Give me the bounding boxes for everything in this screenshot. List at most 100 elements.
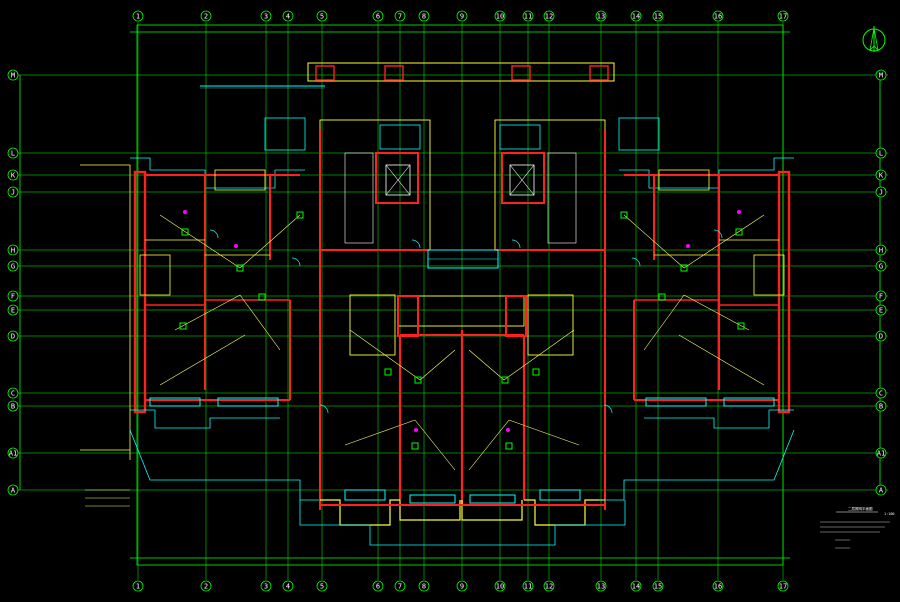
axis-label: G [879, 263, 883, 271]
axis-label: L [879, 150, 883, 158]
switch-icon [506, 428, 510, 432]
axis-label: 15 [654, 583, 662, 591]
ceiling-light-icon [181, 228, 189, 236]
axis-label: 8 [422, 13, 426, 21]
row-axis-bubble: L [875, 147, 887, 159]
axis-label: L [11, 150, 15, 158]
axis-label: 10 [496, 13, 504, 21]
door-swing [209, 229, 219, 239]
axis-label: 10 [496, 583, 504, 591]
axis-label: 6 [376, 583, 380, 591]
row-axis-bubble: G [875, 260, 887, 272]
axis-label: 15 [654, 13, 662, 21]
top-axis-bubble: 15 [652, 10, 664, 22]
ceiling-light-icon [411, 442, 419, 450]
axis-label: 16 [714, 13, 722, 21]
axis-label: A [879, 487, 884, 495]
axis-label: M [879, 72, 883, 80]
bottom-axis-bubble: 14 [630, 580, 642, 592]
row-axis-bubble: H [875, 244, 887, 256]
ceiling-light-icon [296, 211, 304, 219]
top-axis-bubble: 14 [630, 10, 642, 22]
door-swing [319, 404, 329, 414]
axis-label: J [879, 189, 883, 197]
top-axis-bubble: 9 [456, 10, 468, 22]
top-axis-bubble: 5 [316, 10, 328, 22]
row-axis-bubble: H [7, 244, 19, 256]
bottom-axis-bubble: 13 [595, 580, 607, 592]
axis-label: 2 [204, 583, 208, 591]
axis-label: 16 [714, 583, 722, 591]
bottom-axis-bubble: 15 [652, 580, 664, 592]
axis-label: 9 [460, 583, 464, 591]
right-core [494, 119, 606, 510]
bottom-axis-bubble: 16 [712, 580, 724, 592]
axis-label: C [11, 390, 15, 398]
row-axis-bubble: C [7, 387, 19, 399]
door-swing [631, 257, 641, 267]
top-axis-bubble: 16 [712, 10, 724, 22]
axis-label: 4 [286, 583, 290, 591]
axis-label: 7 [398, 13, 402, 21]
switch-icon [234, 244, 238, 248]
light-fixtures [179, 210, 745, 450]
axis-label: B [879, 403, 883, 411]
bottom-axis-bubble: 2 [200, 580, 212, 592]
row-axis-bubble: K [7, 169, 19, 181]
bottom-axis-bubble: 5 [316, 580, 328, 592]
door-swing [411, 239, 421, 249]
axis-label: C [879, 390, 883, 398]
axis-label: D [879, 333, 883, 341]
top-axis-bubble: 2 [200, 10, 212, 22]
top-axis-bubble: 1 [132, 10, 144, 22]
axis-label: 3 [264, 583, 268, 591]
top-axis-bubble: 4 [282, 10, 294, 22]
axis-label: 6 [376, 13, 380, 21]
bottom-axis-bubble: 17 [777, 580, 789, 592]
ceiling-light-icon [735, 228, 743, 236]
row-axis-bubble: A1 [7, 447, 19, 459]
top-axis-bubble: 3 [260, 10, 272, 22]
ceiling-light-icon [620, 211, 628, 219]
axis-label: 13 [597, 13, 605, 21]
top-axis-bubble: 6 [372, 10, 384, 22]
axis-label: H [11, 247, 15, 255]
row-axis-bubble: A [875, 484, 887, 496]
axis-label: 13 [597, 583, 605, 591]
axis-label: B [11, 403, 15, 411]
axis-label: 1 [136, 583, 140, 591]
door-swing [603, 404, 613, 414]
axis-label: 1 [136, 13, 140, 21]
door-swing [511, 239, 521, 249]
bottom-axis-bubble: 12 [543, 580, 555, 592]
axis-label: 17 [779, 583, 787, 591]
ceiling-light-icon [236, 264, 244, 272]
axis-label: 12 [545, 13, 553, 21]
switch-icon [414, 428, 418, 432]
row-axis-bubble: D [7, 330, 19, 342]
top-axis-bubble: 10 [494, 10, 506, 22]
ceiling-light-icon [179, 322, 187, 330]
top-axis-bubble: 7 [394, 10, 406, 22]
axis-label: 14 [632, 13, 640, 21]
bottom-axis-bubble: 7 [394, 580, 406, 592]
axis-label: 4 [286, 13, 290, 21]
ceiling-light-icon [505, 442, 513, 450]
ceiling-light-icon [258, 293, 266, 301]
axis-label: 12 [545, 583, 553, 591]
left-wing-walls [80, 117, 325, 507]
bottom-axis-bubble: 3 [260, 580, 272, 592]
bottom-axis-bubble: 10 [494, 580, 506, 592]
axis-label: A1 [877, 450, 885, 458]
axis-label: E [879, 307, 883, 315]
axis-label: 8 [422, 583, 426, 591]
row-axis-bubble: E [875, 304, 887, 316]
axis-label: 5 [320, 13, 324, 21]
axis-label: F [879, 293, 883, 301]
bottom-axis-bubble: 11 [522, 580, 534, 592]
axis-label: 9 [460, 13, 464, 21]
switch-icon [183, 210, 187, 214]
bottom-axis-bubble: 1 [132, 580, 144, 592]
